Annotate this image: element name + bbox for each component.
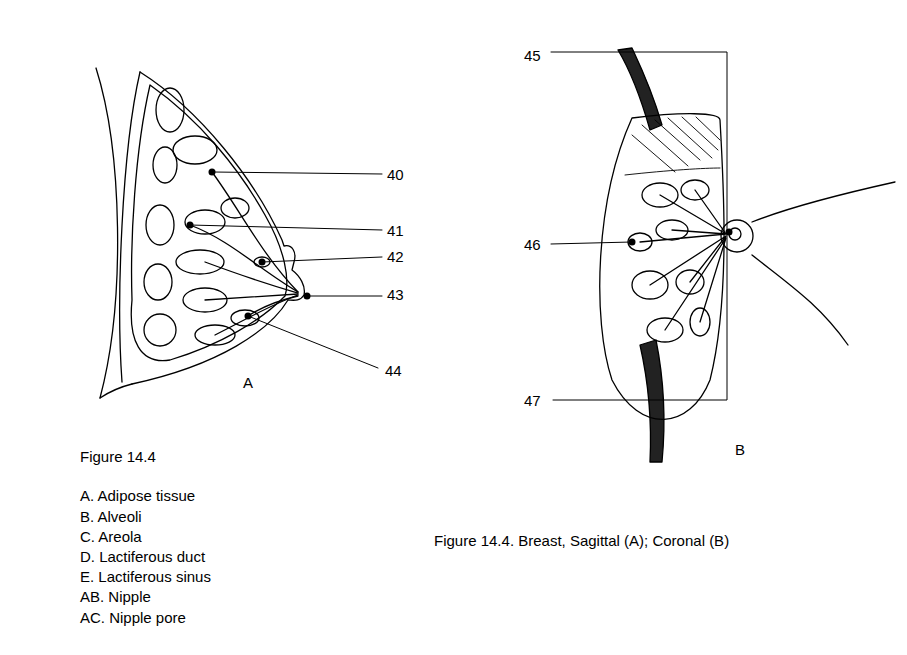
key-entry: C. Areola [80,528,142,546]
chest-wall [618,48,662,130]
muscle-striations [625,117,720,175]
leader-dots [629,229,733,246]
key-entry: B. Alveoli [80,508,142,526]
lobules [628,180,726,342]
callout-number: 42 [387,248,404,266]
callout-number: 43 [387,286,404,304]
view-letter: A [243,374,253,392]
callout-number: 40 [387,166,404,184]
arm-outline [752,182,895,222]
callout-number: 44 [385,362,402,380]
leader-lines [190,172,382,368]
key-entry: A. Adipose tissue [80,487,195,505]
breast-outline [132,72,304,384]
arm-outline [752,255,848,345]
areola [721,220,753,252]
leader-dots [187,169,311,320]
view-letter: B [735,441,745,459]
chest-wall [640,340,664,462]
figure-caption: Figure 14.4. Breast, Sagittal (A); Coron… [434,532,729,550]
key-entry: AB. Nipple [80,588,151,606]
callout-number: 47 [524,392,541,410]
callout-number: 45 [524,47,541,65]
leader-lines [551,52,727,400]
gland-outline [131,85,287,361]
key-entry: AC. Nipple pore [80,609,186,627]
chest-muscle-line [120,72,140,382]
breast-outline [600,114,724,420]
body-wall-line [96,68,118,398]
figure-number: Figure 14.4 [80,448,156,466]
lactiferous-ducts [190,172,298,335]
body-wall-line [100,384,132,398]
key-entry: E. Lactiferous sinus [80,568,211,586]
callout-number: 41 [387,222,404,240]
key-entry: D. Lactiferous duct [80,548,205,566]
callout-number: 46 [524,236,541,254]
